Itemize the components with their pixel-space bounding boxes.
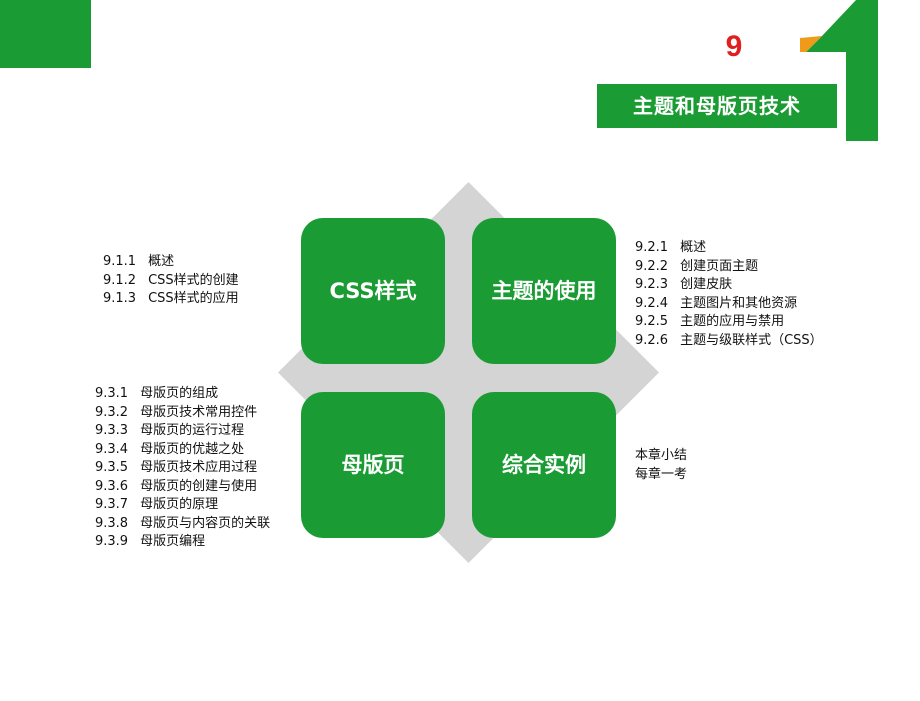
- section-title: 母版页的创建与使用: [140, 478, 258, 494]
- list-item: 9.2.5 主题的应用与禁用: [635, 313, 823, 332]
- section-title: 创建页面主题: [680, 258, 759, 274]
- section-number: 9.2.4: [635, 295, 669, 311]
- section-number: 9.3.6: [95, 478, 129, 494]
- theme-section-list: 9.2.1 概述 9.2.2 创建页面主题 9.2.3 创建皮肤 9.2.4 主题图片和…: [635, 239, 823, 350]
- section-number: 9.3.5: [95, 460, 129, 475]
- section-number: 9.3.2: [95, 404, 129, 420]
- section-title: 母版页的优越之处: [140, 441, 245, 457]
- section-number: 9.2.6: [635, 332, 669, 348]
- list-item: 9.3.4 母版页的优越之处: [95, 441, 270, 460]
- corner-decoration: [0, 0, 91, 68]
- section-title: 母版页的组成: [140, 386, 219, 401]
- section-title: 母版页技术应用过程: [140, 460, 258, 475]
- chapter-one-logo-icon: [800, 0, 878, 141]
- section-number: 9.2.2: [635, 258, 669, 274]
- chapter-number: 9: [725, 30, 743, 63]
- list-item: 每章一考: [635, 466, 687, 485]
- section-number: 9.1.2: [103, 272, 137, 288]
- section-title: CSS样式的创建: [148, 272, 239, 288]
- list-item: 9.3.6 母版页的创建与使用: [95, 478, 270, 497]
- list-item: 9.3.5 母版页技术应用过程: [95, 459, 270, 478]
- list-item: 9.3.8 母版页与内容页的关联: [95, 515, 270, 534]
- tile-label: 主题的使用: [491, 279, 597, 303]
- list-item: 9.3.3 母版页的运行过程: [95, 422, 270, 441]
- section-number: 9.2.5: [635, 314, 669, 329]
- list-item: 9.2.3 创建皮肤: [635, 276, 823, 295]
- list-item: 9.3.9 母版页编程: [95, 533, 270, 552]
- list-item: 9.2.4 主题图片和其他资源: [635, 295, 823, 314]
- section-number: 9.3.3: [95, 423, 129, 438]
- section-title: 主题与级联样式（CSS）: [680, 332, 823, 348]
- list-item: 9.2.1 概述: [635, 239, 823, 258]
- section-number: 9.1.1: [103, 254, 137, 269]
- tile-theme-usage[interactable]: 主题的使用: [472, 218, 616, 364]
- tile-label: 母版页: [341, 453, 405, 477]
- section-title: 母版页编程: [140, 534, 206, 549]
- section-number: 9.2.1: [635, 240, 669, 255]
- summary-list: 本章小结 每章一考: [635, 447, 687, 484]
- list-item: 本章小结: [635, 447, 687, 466]
- section-number: 9.2.3: [635, 277, 669, 292]
- css-section-list: 9.1.1 概述 9.1.2 CSS样式的创建 9.1.3 CSS样式的应用: [103, 253, 239, 309]
- list-item: 9.3.2 母版页技术常用控件: [95, 404, 270, 423]
- section-title: 主题图片和其他资源: [680, 295, 798, 311]
- tile-label: 综合实例: [502, 453, 586, 477]
- tile-css-styles[interactable]: CSS样式: [301, 218, 445, 364]
- section-title: 母版页的原理: [140, 497, 219, 512]
- section-title: 概述: [680, 240, 707, 255]
- section-title: 母版页与内容页的关联: [140, 515, 271, 531]
- list-item: 9.1.3 CSS样式的应用: [103, 290, 239, 309]
- list-item: 9.1.2 CSS样式的创建: [103, 272, 239, 291]
- section-title: 创建皮肤: [680, 277, 733, 292]
- tile-label: CSS样式: [329, 279, 417, 303]
- section-number: 9.1.3: [103, 291, 137, 306]
- section-title: 概述: [148, 254, 175, 269]
- master-section-list: 9.3.1 母版页的组成 9.3.2 母版页技术常用控件 9.3.3 母版页的运行过程…: [95, 385, 270, 552]
- list-item: 9.2.6 主题与级联样式（CSS）: [635, 332, 823, 351]
- list-item: 9.3.1 母版页的组成: [95, 385, 270, 404]
- tile-master-page[interactable]: 母版页: [301, 392, 445, 538]
- section-number: 9.3.4: [95, 441, 129, 457]
- section-title: 每章一考: [635, 466, 688, 482]
- list-item: 9.2.2 创建页面主题: [635, 258, 823, 277]
- section-number: 9.3.9: [95, 534, 129, 549]
- section-title: 本章小结: [635, 448, 688, 463]
- list-item: 9.1.1 概述: [103, 253, 239, 272]
- chapter-title: 主题和母版页技术: [597, 84, 837, 128]
- section-title: 母版页的运行过程: [140, 423, 245, 438]
- tile-examples[interactable]: 综合实例: [472, 392, 616, 538]
- section-number: 9.3.8: [95, 515, 129, 531]
- section-number: 9.3.7: [95, 497, 129, 512]
- section-number: 9.3.1: [95, 386, 129, 401]
- section-title: 母版页技术常用控件: [140, 404, 258, 420]
- list-item: 9.3.7 母版页的原理: [95, 496, 270, 515]
- section-title: 主题的应用与禁用: [680, 314, 785, 329]
- section-title: CSS样式的应用: [148, 291, 239, 306]
